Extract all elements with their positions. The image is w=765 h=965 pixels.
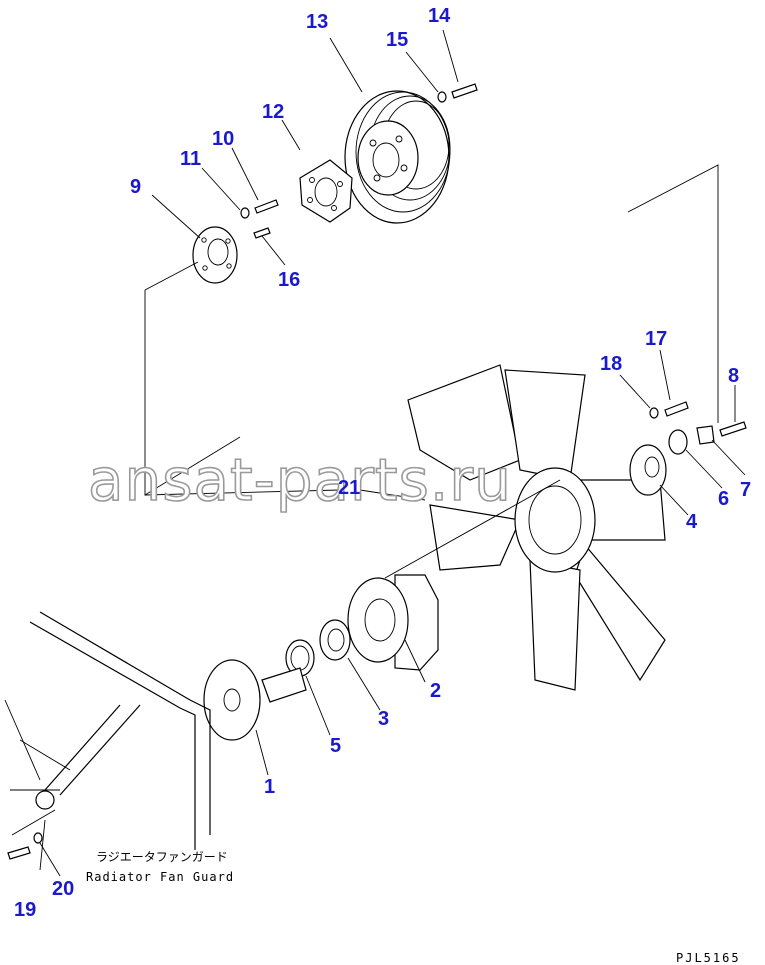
watermark-text: ansat-parts.ru bbox=[88, 446, 512, 514]
spacer-plate bbox=[299, 159, 353, 223]
guard-label-jp: ラジエータファンガード bbox=[96, 850, 228, 864]
label-6: 6 bbox=[718, 488, 729, 510]
label-1: 1 bbox=[264, 776, 275, 798]
damper-plate bbox=[192, 226, 238, 284]
crank-pulley bbox=[344, 90, 451, 224]
drawing-code: PJL5165 bbox=[676, 951, 741, 965]
fan-bracket-2 bbox=[347, 574, 439, 671]
washer-18 bbox=[649, 407, 659, 419]
label-13: 13 bbox=[306, 11, 328, 33]
bracket-7 bbox=[696, 425, 715, 445]
label-16: 16 bbox=[278, 269, 300, 291]
washer-15 bbox=[437, 91, 447, 103]
assembly-lines bbox=[144, 164, 719, 579]
label-8: 8 bbox=[728, 365, 739, 387]
label-4: 4 bbox=[686, 511, 698, 533]
label-12: 12 bbox=[262, 101, 284, 123]
bolt-10 bbox=[254, 199, 279, 214]
label-21: 21 bbox=[338, 477, 360, 499]
bolt-14 bbox=[451, 83, 478, 99]
label-14: 14 bbox=[428, 5, 451, 27]
label-10: 10 bbox=[212, 128, 234, 150]
stud-16 bbox=[253, 227, 271, 239]
bolt-17 bbox=[664, 401, 689, 417]
cooling-fan bbox=[407, 364, 666, 691]
label-19: 19 bbox=[14, 899, 36, 921]
label-5: 5 bbox=[330, 735, 341, 757]
fan-shaft-1 bbox=[203, 659, 307, 741]
label-11: 11 bbox=[180, 148, 201, 170]
radiator-fan-guard bbox=[4, 611, 211, 871]
bolt-8 bbox=[719, 421, 747, 437]
plate-6 bbox=[668, 429, 688, 455]
label-15: 15 bbox=[386, 29, 408, 51]
label-7: 7 bbox=[740, 479, 751, 501]
label-3: 3 bbox=[378, 708, 389, 730]
label-18: 18 bbox=[600, 353, 622, 375]
label-20: 20 bbox=[52, 878, 74, 900]
bearing-3 bbox=[319, 619, 351, 661]
fan-pulley-4 bbox=[629, 444, 667, 496]
washer-11 bbox=[240, 207, 250, 219]
leader-lines bbox=[39, 29, 746, 877]
label-2: 2 bbox=[430, 680, 441, 702]
guard-label-en: Radiator Fan Guard bbox=[86, 870, 234, 884]
label-9: 9 bbox=[130, 176, 141, 198]
label-17: 17 bbox=[645, 328, 667, 350]
